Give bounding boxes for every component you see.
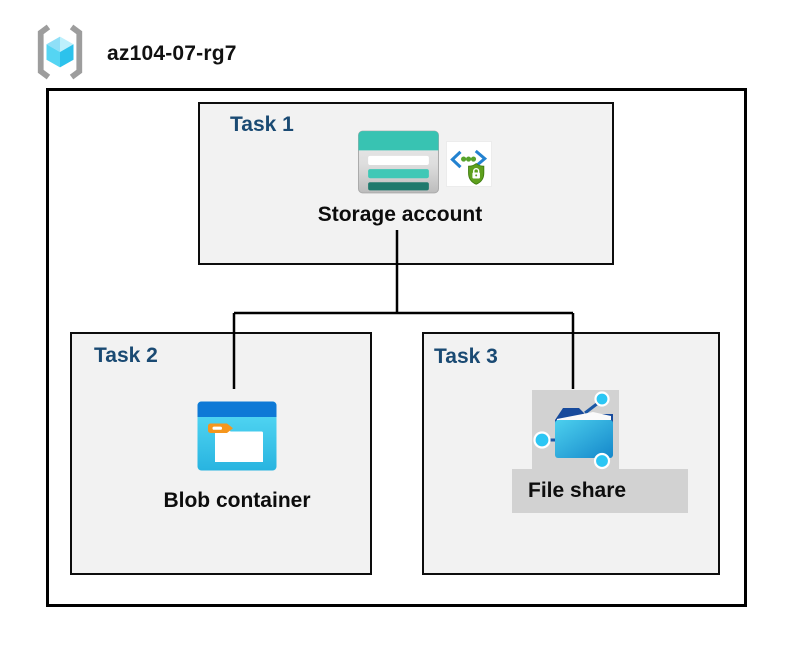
api-security-icon [450, 149, 488, 185]
task2-label: Task 2 [94, 344, 158, 367]
resource-group-name: az104-07-rg7 [107, 42, 237, 65]
task3-label: Task 3 [434, 345, 498, 368]
blob-container-label: Blob container [163, 489, 311, 512]
api-security-chip [446, 141, 492, 187]
task1-label: Task 1 [230, 113, 294, 136]
storage-account-icon [358, 130, 439, 194]
task2-panel: Task 2 Blob container [70, 332, 372, 575]
blob-container-icon [197, 401, 277, 471]
storage-account-label: Storage account [317, 203, 483, 226]
file-share-label-highlight: File share [512, 469, 688, 513]
file-share-label: File share [528, 479, 627, 502]
resource-group-icon [37, 24, 83, 80]
task1-panel: Task 1 [198, 102, 614, 265]
file-share-icon [533, 391, 613, 470]
task3-panel: Task 3 File share [422, 332, 720, 575]
